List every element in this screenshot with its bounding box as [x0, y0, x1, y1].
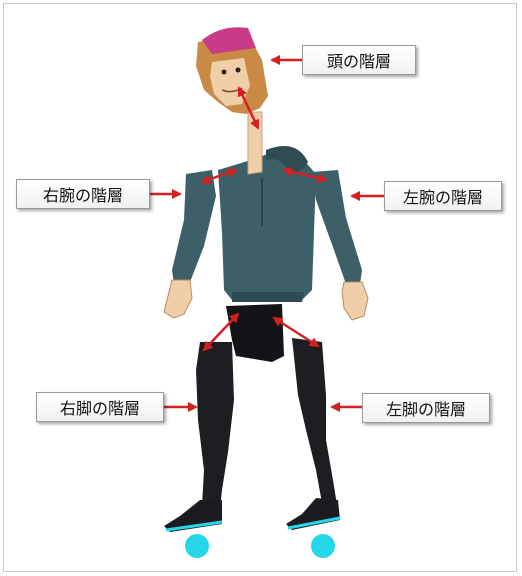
right-arm: [163, 170, 216, 319]
right-foot-pivot: [185, 534, 209, 558]
head-neck-arrow: [237, 86, 260, 130]
left-foot-pivot: [311, 534, 335, 558]
connection-arrows: [200, 86, 328, 352]
callout-pointers: [150, 55, 384, 412]
left-leg: [292, 338, 338, 514]
pelvis: [226, 304, 284, 362]
left-arm-hierarchy-label: 左腕の階層: [384, 181, 502, 211]
right-shoe: [164, 500, 223, 532]
head-hierarchy-label: 頭の階層: [302, 45, 416, 75]
left-hip-arrow: [272, 316, 320, 348]
right-shoulder-arrow: [200, 167, 238, 185]
left-arm: [312, 170, 369, 321]
torso: [218, 146, 316, 302]
right-hip-arrow: [202, 312, 240, 352]
head: [196, 27, 268, 114]
left-shoe: [286, 498, 341, 530]
right-leg-hierarchy-label: 右脚の階層: [36, 392, 164, 422]
left-shoulder-arrow: [282, 166, 328, 184]
right-arm-hierarchy-label: 右腕の階層: [16, 179, 150, 209]
left-leg-hierarchy-label: 左脚の階層: [362, 393, 490, 423]
right-leg: [196, 342, 234, 512]
